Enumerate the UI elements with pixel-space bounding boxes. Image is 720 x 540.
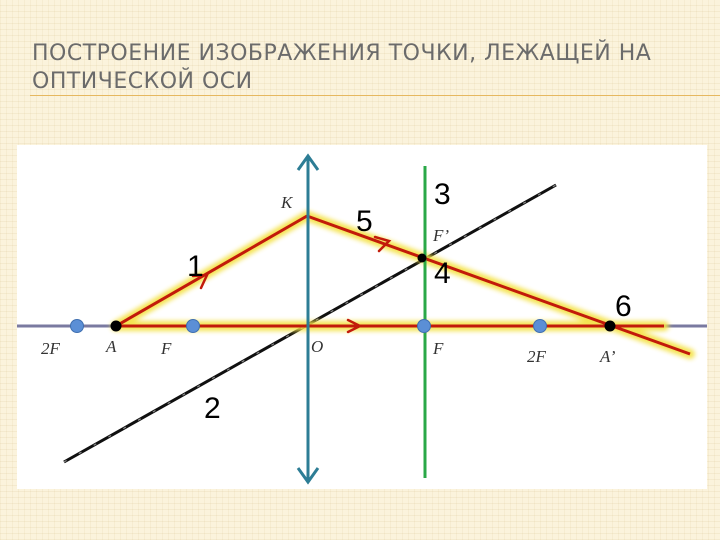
label-f-right: F (432, 339, 444, 358)
lens-bottom-arrowhead (296, 467, 320, 485)
slide-title: ПОСТРОЕНИЕ ИЗОБРАЖЕНИЯ ТОЧКИ, ЛЕЖАЩЕЙ НА… (32, 41, 652, 94)
lens-top-arrowhead (296, 153, 320, 171)
step-number-4: 4 (434, 257, 451, 290)
step-number-6: 6 (615, 290, 632, 323)
label-2f-right: 2F (527, 347, 547, 366)
intersection-point-dot (417, 253, 427, 263)
label-f-prime: F’ (432, 226, 449, 245)
label-k: K (280, 193, 294, 212)
label-f-left: F (160, 339, 172, 358)
step-number-2: 2 (204, 392, 221, 425)
refracted-ray-k (306, 214, 691, 356)
image-point-dot (604, 320, 616, 332)
label-2f-left: 2F (41, 339, 61, 358)
focus-points (70, 319, 547, 333)
label-a: A (105, 337, 117, 356)
step-number-3: 3 (434, 178, 451, 211)
step-number-5: 5 (356, 205, 373, 238)
point-a-dot (110, 320, 122, 332)
label-o: O (311, 337, 323, 356)
ray-a-to-k (115, 214, 308, 328)
label-a-prime: A’ (599, 347, 616, 366)
ray-arrows (191, 235, 392, 334)
title-divider (30, 95, 720, 96)
step-number-1: 1 (187, 250, 204, 283)
